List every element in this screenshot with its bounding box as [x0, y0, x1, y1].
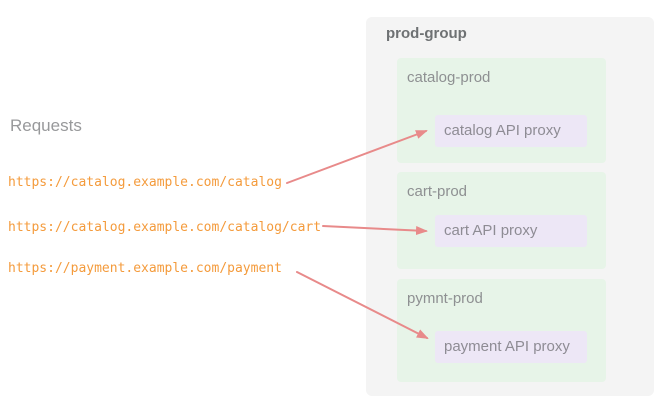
proxy-box-payment: payment API proxy	[435, 331, 587, 363]
requests-heading: Requests	[10, 116, 82, 135]
env-label-catalog-prod: catalog-prod	[407, 69, 491, 86]
request-url-catalog: https://catalog.example.com/catalog	[8, 175, 282, 190]
env-label-pymnt-prod: pymnt-prod	[407, 290, 483, 307]
env-box-cart-prod: cart-prod cart API proxy	[397, 172, 606, 269]
request-url-catalog-cart: https://catalog.example.com/catalog/cart	[8, 220, 322, 235]
env-label-cart-prod: cart-prod	[407, 183, 468, 200]
request-url-payment: https://payment.example.com/payment	[8, 261, 282, 276]
proxy-box-cart: cart API proxy	[435, 215, 587, 247]
prod-group-label: prod-group	[386, 25, 467, 42]
env-box-catalog-prod: catalog-prod catalog API proxy	[397, 58, 606, 163]
env-box-pymnt-prod: pymnt-prod payment API proxy	[397, 279, 606, 382]
proxy-box-catalog: catalog API proxy	[435, 115, 587, 147]
prod-group-box: prod-group catalog-prod catalog API prox…	[366, 17, 654, 396]
